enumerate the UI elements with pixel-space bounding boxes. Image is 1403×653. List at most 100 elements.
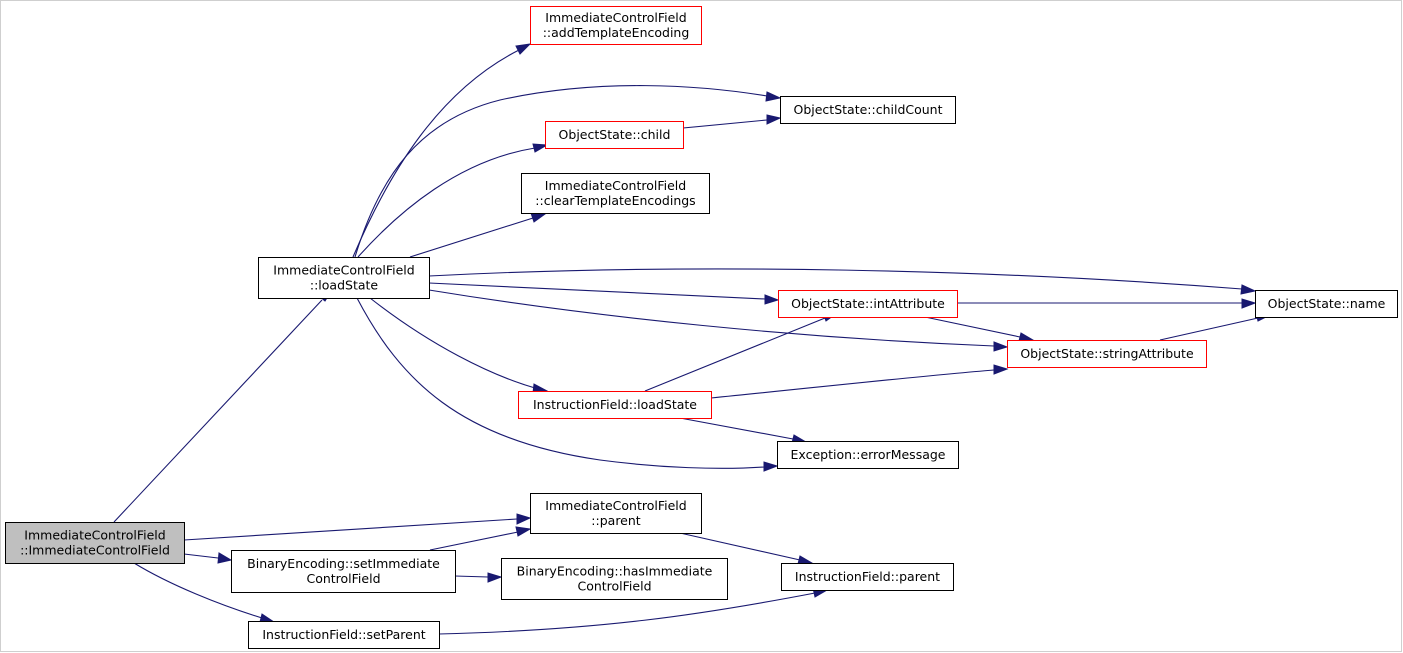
edge-arrowhead	[217, 552, 233, 564]
node-icfp[interactable]: ImmediateControlField::parent	[530, 493, 702, 534]
node-label: ControlField	[577, 579, 651, 594]
node-label: ImmediateControlField	[545, 10, 686, 25]
edge-arrowhead	[764, 294, 780, 305]
node-ifls[interactable]: InstructionField::loadState	[518, 391, 712, 419]
edge-line	[183, 553, 219, 559]
edge-line	[682, 119, 768, 129]
node-box[interactable]	[518, 391, 712, 419]
edge-ia-to-sa	[924, 316, 1035, 342]
node-label: BinaryEncoding::setImmediate	[247, 556, 440, 571]
edge-line	[1159, 317, 1259, 341]
node-cte[interactable]: ImmediateControlField::clearTemplateEnco…	[521, 173, 710, 214]
edge-arrowhead	[532, 143, 549, 153]
edge-arrowhead	[993, 341, 1009, 352]
edge-arrowhead	[1241, 298, 1257, 309]
edge-arrowhead	[766, 114, 782, 125]
nodes-layer: ImmediateControlField::ImmediateControlF…	[5, 6, 1398, 649]
node-label: InstructionField::loadState	[533, 397, 697, 412]
node-ifp[interactable]: InstructionField::parent	[781, 563, 954, 591]
edge-line	[369, 297, 536, 389]
node-box[interactable]	[5, 522, 185, 564]
edge-line	[428, 282, 766, 300]
edge-line	[354, 85, 768, 258]
node-box[interactable]	[530, 493, 702, 534]
node-sa[interactable]: ObjectState::stringAttribute	[1007, 340, 1207, 368]
node-box[interactable]	[231, 550, 456, 593]
edge-line	[409, 217, 534, 258]
edge-ls-to-cte	[409, 212, 547, 258]
edge-ls-to-ia	[428, 282, 780, 305]
node-label: ObjectState::childCount	[793, 102, 942, 117]
edge-arrowhead	[515, 43, 532, 55]
node-nm[interactable]: ObjectState::name	[1255, 290, 1398, 318]
edge-line	[428, 289, 995, 347]
node-box[interactable]	[521, 173, 710, 214]
node-box[interactable]	[258, 257, 430, 299]
node-ls[interactable]: ImmediateControlField::loadState	[258, 257, 430, 299]
edge-arrowhead	[763, 461, 779, 472]
node-label: ObjectState::child	[559, 127, 671, 142]
edge-ls-to-ifls	[369, 297, 549, 394]
node-root[interactable]: ImmediateControlField::ImmediateControlF…	[5, 522, 185, 564]
node-cc[interactable]: ObjectState::childCount	[780, 96, 956, 124]
edge-ls-to-em	[356, 297, 779, 472]
node-box[interactable]	[545, 121, 684, 149]
edge-arrowhead	[516, 513, 532, 525]
edge-besic-to-icfp	[429, 526, 532, 551]
edge-line	[428, 268, 1243, 290]
node-box[interactable]	[1255, 290, 1398, 318]
node-box[interactable]	[781, 563, 954, 591]
edge-line	[429, 531, 519, 551]
node-label: ImmediateControlField	[545, 498, 686, 513]
node-label: ::loadState	[310, 278, 379, 293]
edge-arrowhead	[797, 555, 814, 565]
edge-ls-to-cc	[354, 85, 782, 258]
node-label: ImmediateControlField	[24, 528, 165, 543]
node-label: ImmediateControlField	[273, 263, 414, 278]
node-label: BinaryEncoding::hasImmediate	[517, 564, 713, 579]
edge-line	[679, 532, 801, 561]
node-label: ::ImmediateControlField	[20, 543, 170, 558]
node-box[interactable]	[501, 558, 728, 600]
node-label: Exception::errorMessage	[791, 447, 946, 462]
edge-root-to-icfp	[183, 513, 532, 541]
node-label: ::addTemplateEncoding	[543, 25, 690, 40]
edge-ia-to-nm	[957, 298, 1257, 309]
edge-line	[710, 369, 995, 399]
node-ate[interactable]: ImmediateControlField::addTemplateEncodi…	[530, 6, 702, 45]
node-label: ::clearTemplateEncodings	[535, 193, 695, 208]
edge-line	[924, 316, 1021, 338]
node-box[interactable]	[778, 290, 958, 318]
node-box[interactable]	[530, 6, 702, 45]
edge-arrowhead	[993, 364, 1009, 375]
node-label: InstructionField::setParent	[262, 627, 425, 642]
node-box[interactable]	[777, 441, 959, 469]
node-label: InstructionField::parent	[795, 569, 940, 584]
edge-ifls-to-sa	[710, 364, 1009, 399]
edge-arrowhead	[530, 212, 547, 223]
edge-arrowhead	[515, 526, 532, 537]
edge-line	[133, 562, 263, 619]
edge-line	[352, 49, 520, 258]
edge-ls-to-sa	[428, 289, 1009, 352]
node-label: ImmediateControlField	[545, 178, 686, 193]
node-ch[interactable]: ObjectState::child	[545, 121, 684, 149]
edge-arrowhead	[1018, 332, 1035, 342]
node-box[interactable]	[1007, 340, 1207, 368]
edge-arrowhead	[259, 613, 276, 623]
edge-ls-to-ate	[352, 43, 532, 258]
node-box[interactable]	[248, 621, 440, 649]
node-em[interactable]: Exception::errorMessage	[777, 441, 959, 469]
edge-line	[357, 147, 536, 258]
edge-line	[113, 299, 323, 523]
node-ia[interactable]: ObjectState::intAttribute	[778, 290, 958, 318]
edge-ls-to-nm	[428, 268, 1257, 295]
edge-root-to-ls	[113, 289, 334, 523]
node-box[interactable]	[780, 96, 956, 124]
edge-line	[438, 592, 816, 635]
node-ifsp[interactable]: InstructionField::setParent	[248, 621, 440, 649]
